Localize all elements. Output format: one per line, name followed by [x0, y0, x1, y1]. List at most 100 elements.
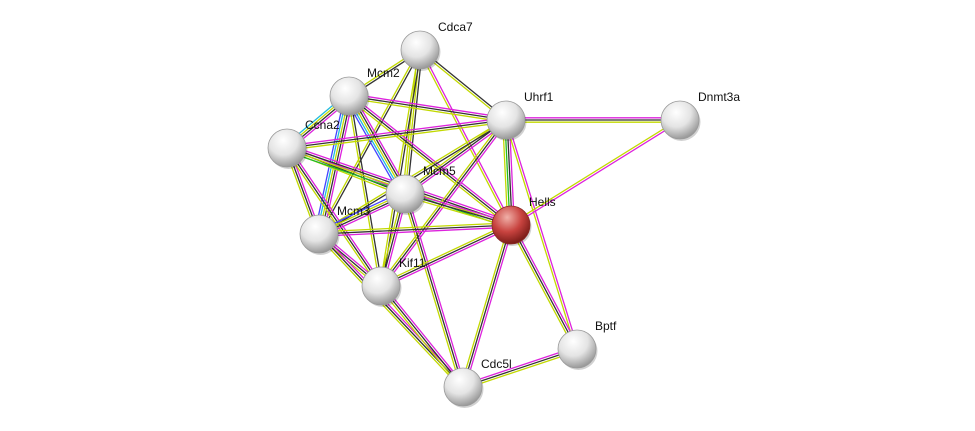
- edge-evidence-magenta: [319, 226, 512, 237]
- edge-cdc5l-bptf[interactable]: [462, 346, 578, 390]
- edge-evidence-yellow: [318, 222, 511, 233]
- node-sphere[interactable]: [299, 214, 339, 254]
- edge-evidence-black: [462, 348, 578, 388]
- edge-evidence-yellow: [418, 50, 511, 226]
- node-label: Cdca7: [438, 20, 473, 34]
- node-sphere[interactable]: [557, 329, 597, 369]
- edge-cdca7-kif11[interactable]: [379, 49, 422, 287]
- node-label: Uhrf1: [524, 90, 554, 104]
- node-cdc5l[interactable]: Cdc5l: [443, 357, 512, 408]
- edge-evidence-yellow: [463, 350, 578, 390]
- node-bptf[interactable]: Bptf: [557, 319, 617, 370]
- edge-evidence-magenta: [349, 93, 507, 119]
- edge-evidence-black: [404, 193, 464, 388]
- node-label: Cdc5l: [481, 357, 512, 371]
- node-sphere[interactable]: [486, 100, 526, 140]
- edge-evidence-black: [348, 95, 512, 226]
- edge-evidence-black: [406, 50, 423, 195]
- edge-ccna2-kif11[interactable]: [284, 146, 384, 288]
- edge-evidence-magenta: [288, 146, 384, 286]
- edge-hells-cdc5l[interactable]: [460, 224, 514, 388]
- node-label: Bptf: [595, 319, 617, 333]
- node-sphere[interactable]: [400, 30, 440, 70]
- edge-evidence-magenta: [511, 120, 681, 227]
- edge-kif11-cdc5l[interactable]: [378, 284, 466, 389]
- edge-evidence-yellow: [460, 224, 510, 387]
- edge-evidence-yellow: [379, 222, 511, 285]
- edge-dnmt3a-hells[interactable]: [510, 118, 681, 227]
- node-label: Mcm3: [337, 204, 370, 218]
- edge-evidence-black: [380, 224, 512, 287]
- edge-evidence-yellow: [379, 49, 420, 286]
- edge-evidence-black: [462, 224, 512, 388]
- node-sphere[interactable]: [491, 205, 531, 245]
- node-cdca7[interactable]: Cdca7: [400, 20, 473, 71]
- edge-evidence-yellow: [403, 117, 506, 193]
- node-label: Kif11: [399, 256, 426, 270]
- edge-mcm2-kif11[interactable]: [347, 95, 383, 287]
- node-sphere[interactable]: [361, 266, 401, 306]
- edge-evidence-magenta: [406, 193, 466, 387]
- node-uhrf1[interactable]: Uhrf1: [486, 90, 554, 141]
- edge-evidence-magenta: [286, 117, 506, 147]
- edge-evidence-yellow: [348, 97, 506, 123]
- edge-evidence-magenta: [512, 223, 580, 349]
- edge-ccna2-uhrf1[interactable]: [286, 117, 507, 151]
- edge-evidence-magenta: [349, 93, 513, 224]
- node-label: Hells: [529, 195, 556, 209]
- node-hells[interactable]: Hells: [491, 195, 556, 246]
- node-label: Dnmt3a: [698, 90, 740, 104]
- edge-uhrf1-mcm5[interactable]: [403, 117, 508, 197]
- node-mcm3[interactable]: Mcm3: [299, 204, 370, 255]
- edge-evidence-magenta: [420, 49, 513, 225]
- edge-evidence-black: [286, 147, 382, 287]
- edge-evidence-yellow: [508, 225, 576, 351]
- edge-evidence-yellow: [402, 194, 462, 388]
- node-kif11[interactable]: Kif11: [361, 256, 426, 307]
- edge-evidence-yellow: [284, 148, 380, 288]
- edge-evidence-magenta: [405, 121, 508, 197]
- edge-evidence-yellow: [317, 49, 420, 234]
- edge-evidence-yellow: [510, 118, 680, 225]
- node-mcm2[interactable]: Mcm2: [329, 66, 400, 117]
- node-sphere[interactable]: [329, 76, 369, 116]
- edge-uhrf1-dnmt3a[interactable]: [506, 117, 680, 123]
- node-label: Ccna2: [305, 118, 340, 132]
- edge-mcm2-uhrf1[interactable]: [348, 93, 507, 123]
- edge-evidence-magenta: [382, 284, 466, 387]
- edge-evidence-black: [318, 224, 512, 235]
- node-sphere[interactable]: [660, 100, 700, 140]
- node-dnmt3a[interactable]: Dnmt3a: [660, 90, 740, 141]
- edge-evidence-yellow: [378, 118, 505, 286]
- node-sphere[interactable]: [443, 367, 483, 407]
- edge-hells-kif11[interactable]: [379, 222, 513, 289]
- edge-hells-mcm3[interactable]: [318, 222, 512, 237]
- edge-evidence-yellow: [347, 96, 381, 287]
- edge-evidence-magenta: [381, 226, 513, 289]
- edge-evidence-black: [510, 224, 578, 350]
- edge-evidence-magenta: [462, 346, 577, 386]
- edge-evidence-yellow: [378, 286, 462, 389]
- node-label: Mcm2: [367, 66, 400, 80]
- edge-evidence-magenta: [464, 225, 514, 388]
- node-sphere[interactable]: [267, 128, 307, 168]
- edge-evidence-black: [380, 285, 464, 388]
- edge-evidence-yellow: [316, 235, 462, 389]
- edge-hells-bptf[interactable]: [508, 223, 580, 351]
- edge-evidence-magenta: [506, 119, 579, 349]
- edge-cdca7-hells[interactable]: [418, 49, 513, 226]
- edge-evidence-yellow: [287, 121, 507, 151]
- node-label: Mcm5: [423, 164, 456, 178]
- edge-evidence-black: [348, 95, 507, 121]
- edge-cdca7-mcm5[interactable]: [402, 49, 423, 195]
- node-mcm5[interactable]: Mcm5: [385, 164, 456, 215]
- edge-uhrf1-bptf[interactable]: [504, 119, 579, 350]
- edge-evidence-magenta: [382, 120, 509, 288]
- edge-evidence-yellow: [504, 120, 577, 350]
- edge-mcm2-hells[interactable]: [347, 93, 513, 228]
- node-sphere[interactable]: [385, 174, 425, 214]
- node-ccna2[interactable]: Ccna2: [267, 118, 340, 169]
